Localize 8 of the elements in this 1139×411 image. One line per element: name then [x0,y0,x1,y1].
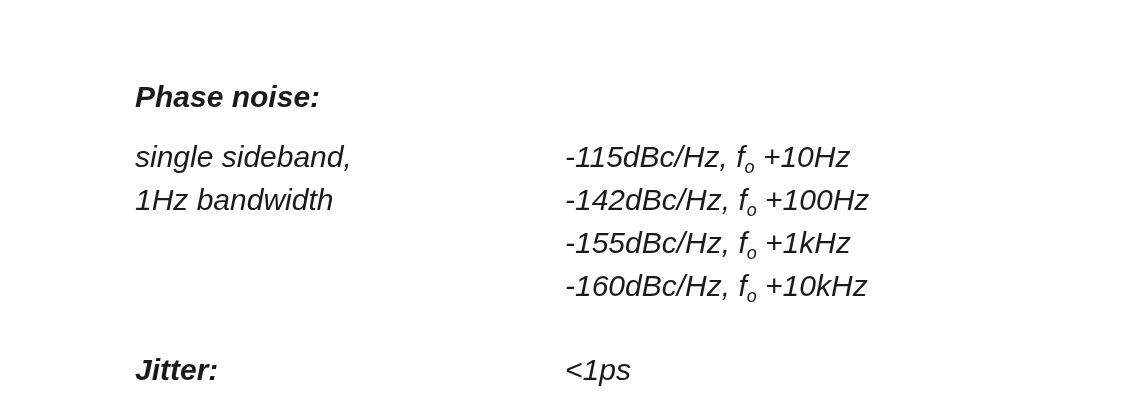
spec-value: -115dBc/Hz, f$_{o}$ +10Hz [565,139,851,178]
spec-value: -155dBc/Hz, f$_{o}$ +1kHz [565,225,851,264]
parameter-note: single sideband, 1Hz bandwidth [135,139,353,218]
spec-value: -142dBc/Hz, f$_{o}$ +100Hz [565,182,870,221]
section-heading: Jitter: [135,352,219,388]
spec-value: -160dBc/Hz, f$_{o}$ +10kHz [565,268,868,307]
section-heading: Phase noise: [135,79,321,115]
spec-value: <1ps [565,352,631,388]
